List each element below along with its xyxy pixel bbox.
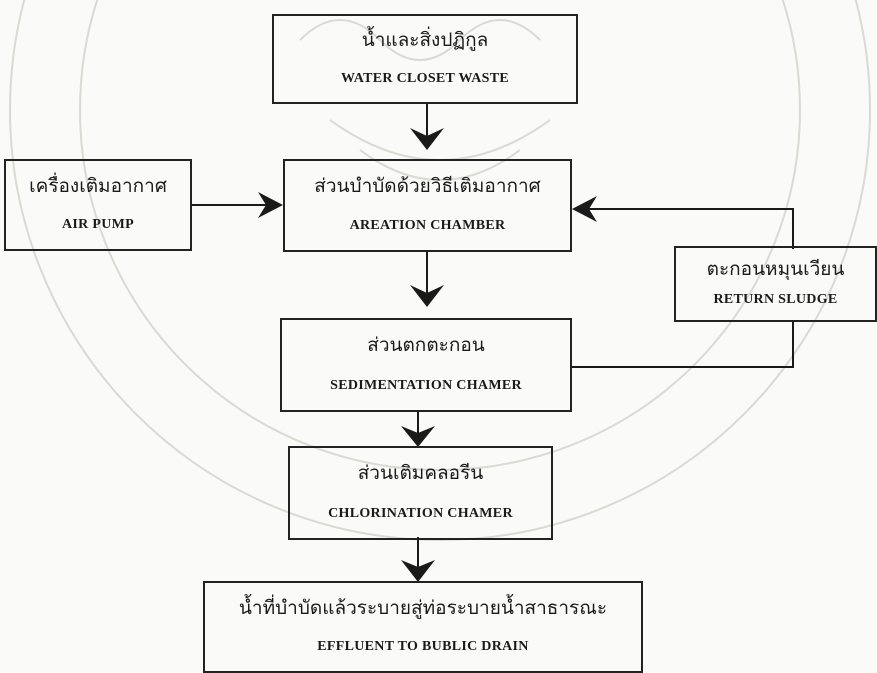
node-thai-label: น้ำและสิ่งปฏิกูล [361,30,489,52]
line-sedimentation-to-return [572,320,794,368]
node-thai-label: เครื่องเติมอากาศ [29,175,167,197]
node-water-closet-waste: น้ำและสิ่งปฏิกูล WATER CLOSET WASTE [272,14,578,104]
node-thai-label: ส่วนตกตะกอน [367,335,485,357]
node-english-label: WATER CLOSET WASTE [340,70,510,86]
node-english-label: AREATION CHAMBER [349,217,506,233]
node-thai-label: ส่วนบำบัดด้วยวิธีเติมอากาศ [314,176,541,198]
line-return-to-aeration [588,208,794,249]
node-thai-label: ส่วนเติมคลอรีน [357,463,484,485]
node-thai-label: น้ำที่บำบัดแล้วระบายสู่ท่อระบายน้ำสาธารณ… [238,597,608,619]
node-english-label: EFFLUENT TO BUBLIC DRAIN [317,639,529,655]
node-english-label: CHLORINATION CHAMER [328,505,513,521]
node-return-sludge: ตะกอนหมุนเวียน RETURN SLUDGE [674,246,877,322]
node-effluent: น้ำที่บำบัดแล้วระบายสู่ท่อระบายน้ำสาธารณ… [203,581,643,673]
node-sedimentation-chamber: ส่วนตกตะกอน SEDIMENTATION CHAMER [280,318,572,412]
node-english-label: AIR PUMP [62,217,134,233]
node-english-label: RETURN SLUDGE [713,292,838,308]
node-chlorination-chamber: ส่วนเติมคลอรีน CHLORINATION CHAMER [288,446,553,540]
node-air-pump: เครื่องเติมอากาศ AIR PUMP [4,159,192,251]
node-aeration-chamber: ส่วนบำบัดด้วยวิธีเติมอากาศ AREATION CHAM… [283,159,572,252]
node-thai-label: ตะกอนหมุนเวียน [706,258,845,280]
node-english-label: SEDIMENTATION CHAMER [330,377,522,393]
